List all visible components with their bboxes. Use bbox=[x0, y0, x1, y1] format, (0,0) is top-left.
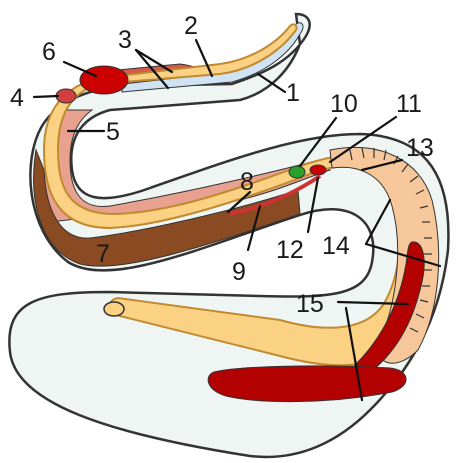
label-10: 10 bbox=[330, 90, 358, 118]
label-13: 13 bbox=[406, 134, 434, 162]
label-1: 1 bbox=[286, 79, 300, 107]
label-7: 7 bbox=[96, 240, 110, 268]
label-14: 14 bbox=[322, 232, 350, 260]
label-6: 6 bbox=[42, 38, 56, 66]
brain bbox=[80, 66, 128, 94]
label-5: 5 bbox=[106, 118, 120, 146]
label-8: 8 bbox=[240, 168, 254, 196]
label-2: 2 bbox=[184, 12, 198, 40]
red-organ bbox=[310, 165, 326, 175]
label-12: 12 bbox=[276, 236, 304, 264]
label-11: 11 bbox=[396, 90, 422, 118]
label-4: 4 bbox=[10, 84, 24, 112]
label-15: 15 bbox=[296, 290, 324, 318]
anus bbox=[104, 302, 124, 316]
label-3: 3 bbox=[118, 26, 132, 54]
green-organ bbox=[289, 166, 305, 178]
label-9: 9 bbox=[232, 258, 246, 286]
